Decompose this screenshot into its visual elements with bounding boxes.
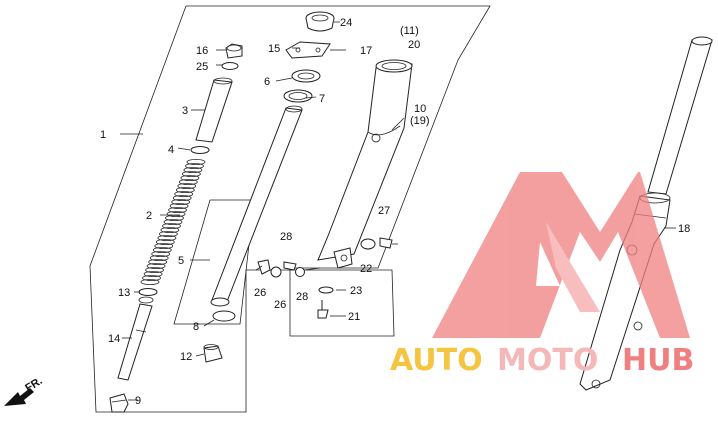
callout-28-b: 28	[296, 291, 308, 303]
callout-16: 16	[196, 45, 208, 57]
callout-24: 24	[340, 17, 352, 29]
callout-1: 1	[100, 129, 106, 141]
callout-26-b: 26	[274, 299, 286, 311]
part-13-washer	[138, 288, 158, 296]
callout-18: 18	[678, 223, 690, 235]
spring-coil	[174, 190, 194, 197]
part-9-oil-lock	[109, 393, 129, 413]
spring-coil	[143, 270, 163, 277]
part-26-bolt-a	[255, 259, 271, 275]
spring-coil	[175, 186, 195, 193]
callout-11: (11)	[400, 25, 419, 37]
spring-coil	[151, 250, 171, 257]
callout-4: 4	[168, 144, 174, 156]
leader-lines	[120, 21, 676, 401]
spring-coil	[185, 162, 204, 169]
automotohub-watermark-text: AUTO MOTO HUB	[390, 343, 694, 378]
watermark-moto: MOTO	[497, 343, 598, 378]
part-27-bolt	[379, 237, 398, 249]
part-10-fork-slider	[317, 59, 413, 269]
automotohub-watermark-logo	[432, 172, 690, 338]
spring-coil	[146, 262, 166, 269]
spring-coil	[168, 206, 188, 213]
callout-26-a: 26	[254, 287, 266, 299]
callout-22: 22	[360, 263, 372, 275]
callout-7: 7	[319, 93, 325, 105]
spring-coil	[163, 218, 183, 225]
part-3-spacer	[195, 77, 233, 143]
callout-17: 17	[360, 45, 372, 57]
spring-coil	[181, 170, 201, 177]
part-6-ring	[291, 69, 321, 83]
callout-13: 13	[118, 287, 130, 299]
spring-coil	[166, 210, 186, 217]
part-2-spring	[140, 158, 206, 285]
callout-2: 2	[146, 210, 152, 222]
spring-coil	[160, 226, 180, 233]
callout-6: 6	[264, 76, 270, 88]
callout-23: 23	[350, 285, 362, 297]
subassembly-outline	[173, 199, 255, 325]
spring-coil	[171, 198, 191, 205]
callout-15: 15	[268, 43, 280, 55]
spring-coil	[148, 258, 168, 265]
spring-coil	[152, 246, 172, 253]
spring-coil	[169, 202, 189, 209]
part-14-damper-rod	[117, 303, 153, 381]
spring-coil	[183, 166, 203, 173]
spring-coil	[155, 238, 175, 245]
part-24-top-cap	[305, 11, 335, 32]
front-direction-arrow	[4, 388, 34, 406]
callout-labels: 1 2 3 4 5 6 7 8 9 10 (19) (11) 12 13 14 …	[100, 17, 690, 407]
spring-coil	[186, 158, 206, 165]
part-28-screw-a	[283, 261, 297, 271]
assembly-outline	[89, 5, 491, 413]
callout-3: 3	[182, 105, 188, 117]
spring-coil	[158, 230, 178, 237]
spring-coil	[145, 266, 165, 273]
spring-coil	[177, 182, 197, 189]
callout-10-alt: (19)	[410, 115, 430, 127]
part-12-seal	[203, 344, 223, 363]
callout-14: 14	[108, 333, 120, 345]
fork-inner-tube	[210, 105, 303, 322]
callout-12: 12	[180, 351, 192, 363]
part-4-washer	[190, 146, 210, 154]
callout-5: 5	[178, 255, 184, 267]
callout-8: 8	[193, 321, 199, 333]
spring-coil	[172, 194, 192, 201]
callout-20: 20	[408, 39, 420, 51]
watermark-hub: HUB	[622, 343, 694, 378]
watermark-auto: AUTO	[390, 343, 483, 378]
part-7-ring	[283, 89, 313, 103]
part-22-washer	[360, 238, 376, 250]
spring-coil	[180, 174, 200, 181]
part-16-cap-bolt	[225, 43, 243, 59]
callout-25: 25	[196, 61, 208, 73]
spring-coil	[142, 274, 161, 281]
part-15-plate	[285, 41, 331, 59]
spring-coil	[157, 234, 177, 241]
spring-coil	[178, 178, 198, 185]
part-23-washer	[318, 286, 334, 294]
callout-27: 27	[378, 205, 390, 217]
spring-coil	[149, 254, 169, 261]
callout-28-a: 28	[280, 231, 292, 243]
callout-10: 10	[414, 103, 426, 115]
part-28-screw-b	[295, 267, 321, 277]
part-25-o-ring	[221, 62, 239, 70]
spring-coil	[140, 278, 160, 285]
part-21-bolt	[317, 300, 329, 319]
callout-9: 9	[135, 395, 141, 407]
spring-coil	[162, 222, 181, 229]
spring-coil	[154, 242, 174, 249]
callout-21: 21	[348, 311, 360, 323]
part-26-bolt-b	[270, 266, 282, 278]
